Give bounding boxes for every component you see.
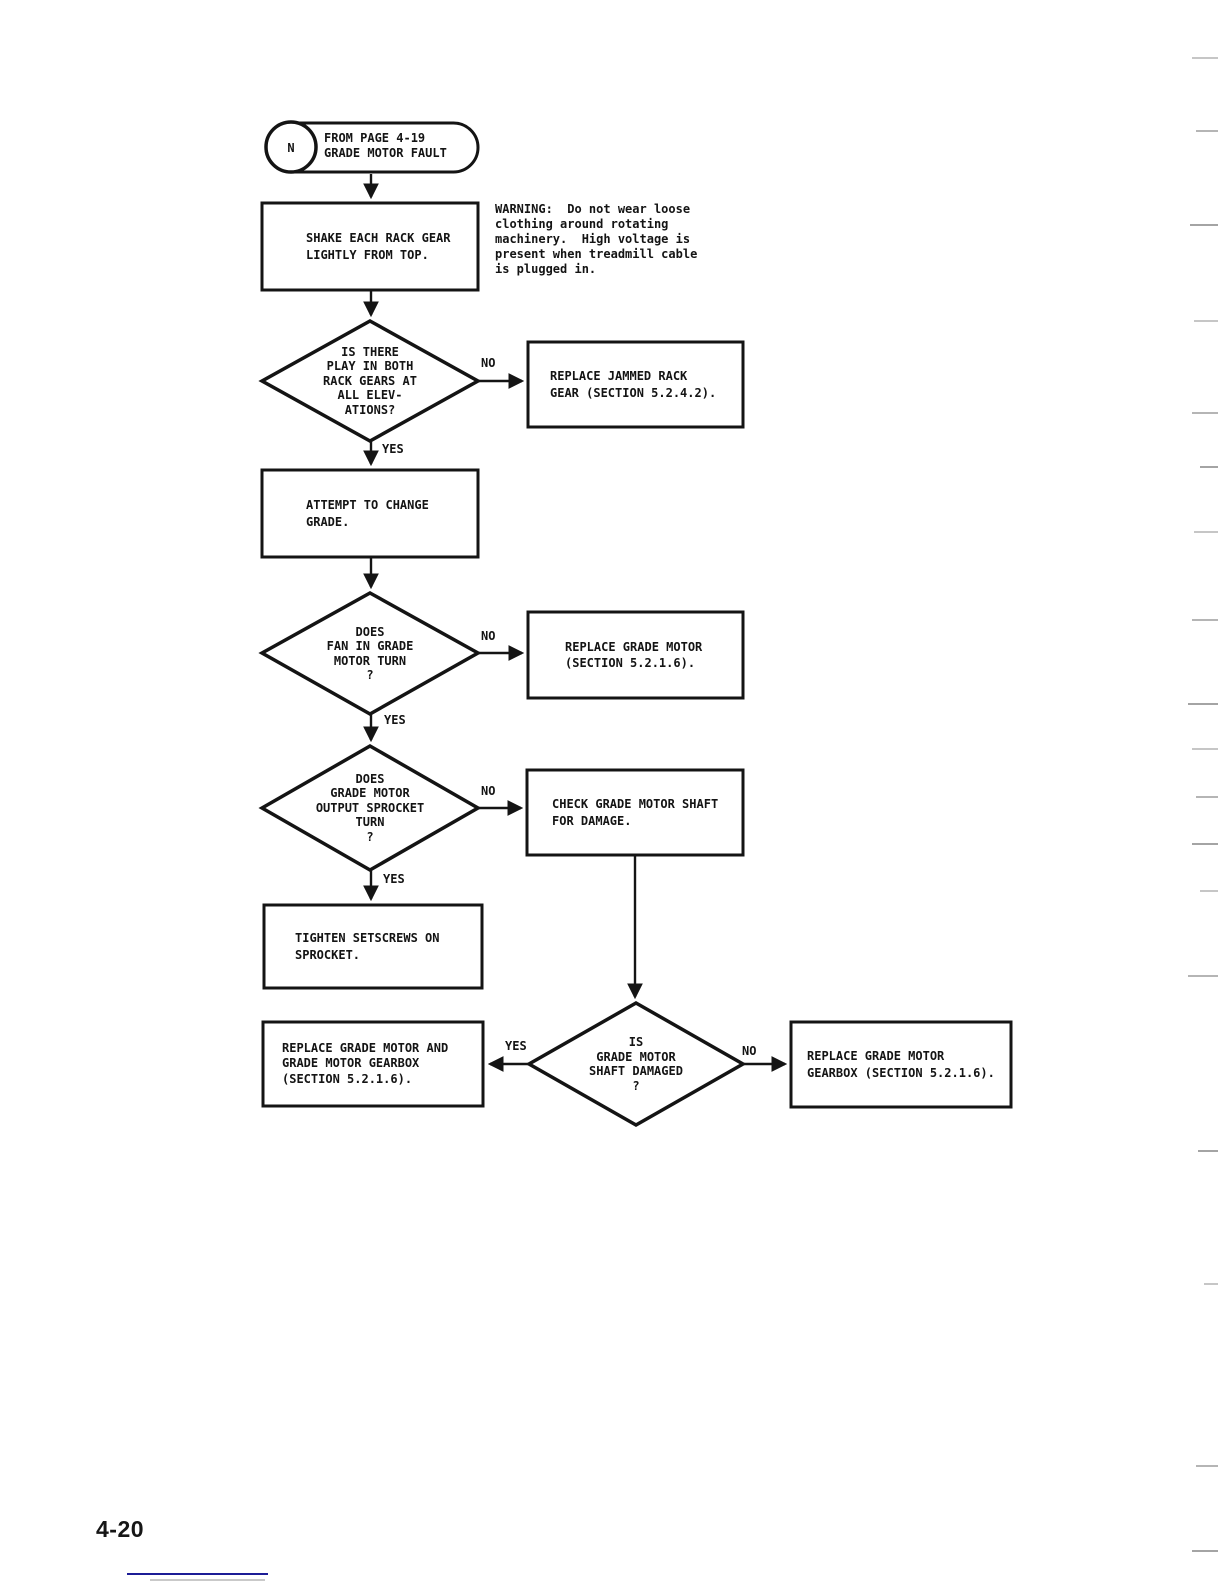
- page-number: 4-20: [96, 1516, 145, 1542]
- process-text-check-shaft-damage: CHECK GRADE MOTOR SHAFT FOR DAMAGE.: [552, 797, 719, 828]
- process-box-replace-gearbox: [789, 1020, 1013, 1109]
- process-text-replace-gearbox: REPLACE GRADE MOTOR GEARBOX (SECTION 5.2…: [807, 1049, 995, 1080]
- process-text-tighten-setscrews: TIGHTEN SETSCREWS ON SPROCKET.: [295, 931, 440, 962]
- process-box-replace-motor-and-gearbox: [261, 1020, 485, 1108]
- connector-circle: [264, 120, 318, 174]
- scan-artifact-dash: [1188, 975, 1218, 977]
- scan-artifact-dash: [1198, 1150, 1218, 1152]
- decision-text-shaft-damaged: IS GRADE MOTOR SHAFT DAMAGED ?: [589, 1035, 683, 1093]
- decision-text-fan-turns: DOES FAN IN GRADE MOTOR TURN ?: [326, 624, 414, 683]
- process-text-replace-grade-motor: REPLACE GRADE MOTOR (SECTION 5.2.1.6).: [565, 639, 703, 671]
- process-text-replace-jammed-rack-gear: REPLACE JAMMED RACK GEAR (SECTION 5.2.4.…: [550, 369, 717, 400]
- warning-note: WARNING: Do not wear loose clothing arou…: [495, 202, 698, 276]
- decision-diamond-shaft-damaged: [525, 1000, 747, 1128]
- branch-label-no-4: NO: [742, 1044, 757, 1058]
- decision-text-play-in-rack-gears: IS THERE PLAY IN BOTH RACK GEARS AT ALL …: [323, 344, 417, 417]
- process-box-attempt-change-grade: [260, 468, 480, 559]
- scan-artifact-dash: [1204, 1283, 1218, 1285]
- branch-label-yes-4: YES: [505, 1039, 527, 1053]
- scan-artifact-dash: [1192, 57, 1218, 59]
- process-box-replace-grade-motor: [526, 610, 745, 700]
- scan-artifact-dash: [1188, 703, 1218, 705]
- scan-artifact-dash: [1192, 412, 1218, 414]
- decision-text-sprocket-turns: DOES GRADE MOTOR OUTPUT SPROCKET TURN ?: [315, 771, 425, 844]
- process-box-check-shaft-damage: [525, 768, 745, 857]
- branch-label-no-1: NO: [481, 356, 496, 370]
- scan-artifact-dash: [1192, 619, 1218, 621]
- process-text-replace-motor-and-gearbox: REPLACE GRADE MOTOR AND GRADE MOTOR GEAR…: [282, 1040, 449, 1086]
- scan-artifact-dash: [1192, 748, 1218, 750]
- process-box-tighten-setscrews: [262, 903, 484, 990]
- scan-artifact-dash: [1200, 890, 1218, 892]
- footer-rule: [127, 1573, 268, 1575]
- process-text-attempt-change-grade: ATTEMPT TO CHANGE GRADE.: [306, 498, 429, 529]
- start-terminal-label: FROM PAGE 4-19 GRADE MOTOR FAULT: [324, 131, 447, 160]
- scan-artifact-dash: [1192, 843, 1218, 845]
- scan-artifact-dash: [1196, 796, 1218, 798]
- branch-label-yes-3: YES: [383, 872, 405, 886]
- scan-artifact-dash: [1194, 320, 1218, 322]
- connector-letter: N: [287, 141, 295, 155]
- footer-rule-shadow: [150, 1579, 265, 1581]
- process-box-replace-jammed-rack-gear: [526, 340, 745, 429]
- scan-artifact-dash: [1196, 130, 1218, 132]
- branch-label-no-3: NO: [481, 784, 496, 798]
- process-box-shake-rack-gear: [260, 201, 480, 292]
- scan-artifact-dash: [1200, 466, 1218, 468]
- branch-label-no-2: NO: [481, 629, 496, 643]
- branch-label-yes-1: YES: [382, 442, 404, 456]
- scan-artifact-dash: [1190, 224, 1218, 226]
- scan-artifact-dash: [1194, 531, 1218, 533]
- scan-artifact-dash: [1192, 1550, 1218, 1552]
- scan-artifact-dash: [1196, 1465, 1218, 1467]
- branch-label-yes-2: YES: [384, 713, 406, 727]
- process-text-shake-rack-gear: SHAKE EACH RACK GEAR LIGHTLY FROM TOP.: [306, 231, 451, 262]
